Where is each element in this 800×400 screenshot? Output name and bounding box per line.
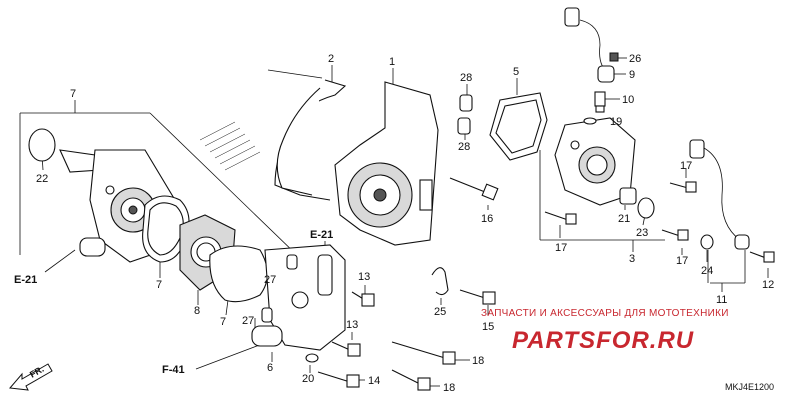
callout-27-top: 27: [264, 274, 276, 286]
nut-26: [609, 52, 619, 62]
clamp-25: [431, 267, 449, 296]
callout-18-top: 18: [472, 355, 484, 367]
drawing-code: MKJ4E1200: [725, 382, 774, 392]
callout-22: 23: [636, 227, 648, 239]
dowel-27b: [261, 307, 273, 323]
callout-5: 7: [70, 88, 76, 100]
callout-24: 24: [701, 265, 713, 277]
callout-11: 11: [716, 294, 727, 306]
housing-3: [554, 117, 636, 206]
watermark-brand: PARTSFOR.RU: [512, 327, 694, 354]
dowel-28a: [459, 94, 473, 112]
washer-20: [305, 353, 319, 363]
callout-6: 6: [267, 362, 273, 374]
seal-22: [637, 197, 655, 219]
sensor-harness-11: [689, 139, 750, 250]
sensor-10: [594, 91, 606, 113]
dowel-27a: [286, 254, 298, 270]
callout-21: 21: [618, 213, 630, 225]
callout-13-bottom: 13: [346, 319, 358, 331]
bolts: [317, 177, 775, 391]
callout-12: 12: [762, 279, 774, 291]
pump-cover-6: [251, 244, 346, 351]
callout-17-right: 17: [676, 255, 688, 267]
callout-10: 10: [622, 94, 634, 106]
callout-17-right-top: 17: [680, 160, 692, 172]
gasket-2-inner: [276, 87, 321, 196]
callout-18-bottom: 18: [443, 382, 455, 394]
dowel-28b: [457, 117, 471, 135]
gasket-4-inner: [495, 99, 542, 154]
callout-3: 3: [629, 253, 635, 265]
sensor-harness-9: [564, 7, 615, 83]
leader-lines: [19, 57, 769, 387]
reference-f41: F-41: [162, 364, 185, 376]
gasket-7-right: [209, 245, 269, 303]
callout-20: 20: [302, 373, 314, 385]
callout-19: 19: [610, 116, 622, 128]
callout-28-top: 28: [460, 72, 472, 84]
callout-7-right: 7: [220, 316, 226, 328]
reference-e21-left: E-21: [14, 274, 37, 286]
hatch-left: [199, 121, 261, 171]
watermark-tagline: ЗАПЧАСТИ И АКСЕССУАРЫ ДЛЯ МОТОТЕХНИКИ: [481, 308, 729, 319]
callout-17-left: 17: [555, 242, 567, 254]
callout-9: 9: [629, 69, 635, 81]
callout-25: 25: [434, 306, 446, 318]
callout-2: 2: [328, 53, 334, 65]
callout-13-top: 13: [358, 271, 370, 283]
cover-1: [334, 81, 439, 246]
callout-1: 1: [389, 56, 395, 68]
callout-23: 22: [36, 173, 48, 185]
callout-7-left: 7: [156, 279, 162, 291]
callout-26: 26: [629, 53, 641, 65]
callout-14: 14: [368, 375, 380, 387]
callout-16: 16: [481, 213, 493, 225]
callout-4: 5: [513, 66, 519, 78]
bushing-21: [619, 187, 637, 205]
front-arrow-icon: FR.: [9, 363, 53, 391]
callout-8: 8: [194, 305, 200, 317]
reference-e21-center: E-21: [310, 229, 333, 241]
o-ring-23: [28, 128, 56, 162]
o-ring-24: [700, 234, 714, 250]
callout-15: 15: [482, 321, 494, 333]
front-label: FR.: [28, 364, 46, 380]
o-ring-19: [583, 117, 597, 125]
callout-28-bottom: 28: [458, 141, 470, 153]
callout-27-bottom: 27: [242, 315, 254, 327]
